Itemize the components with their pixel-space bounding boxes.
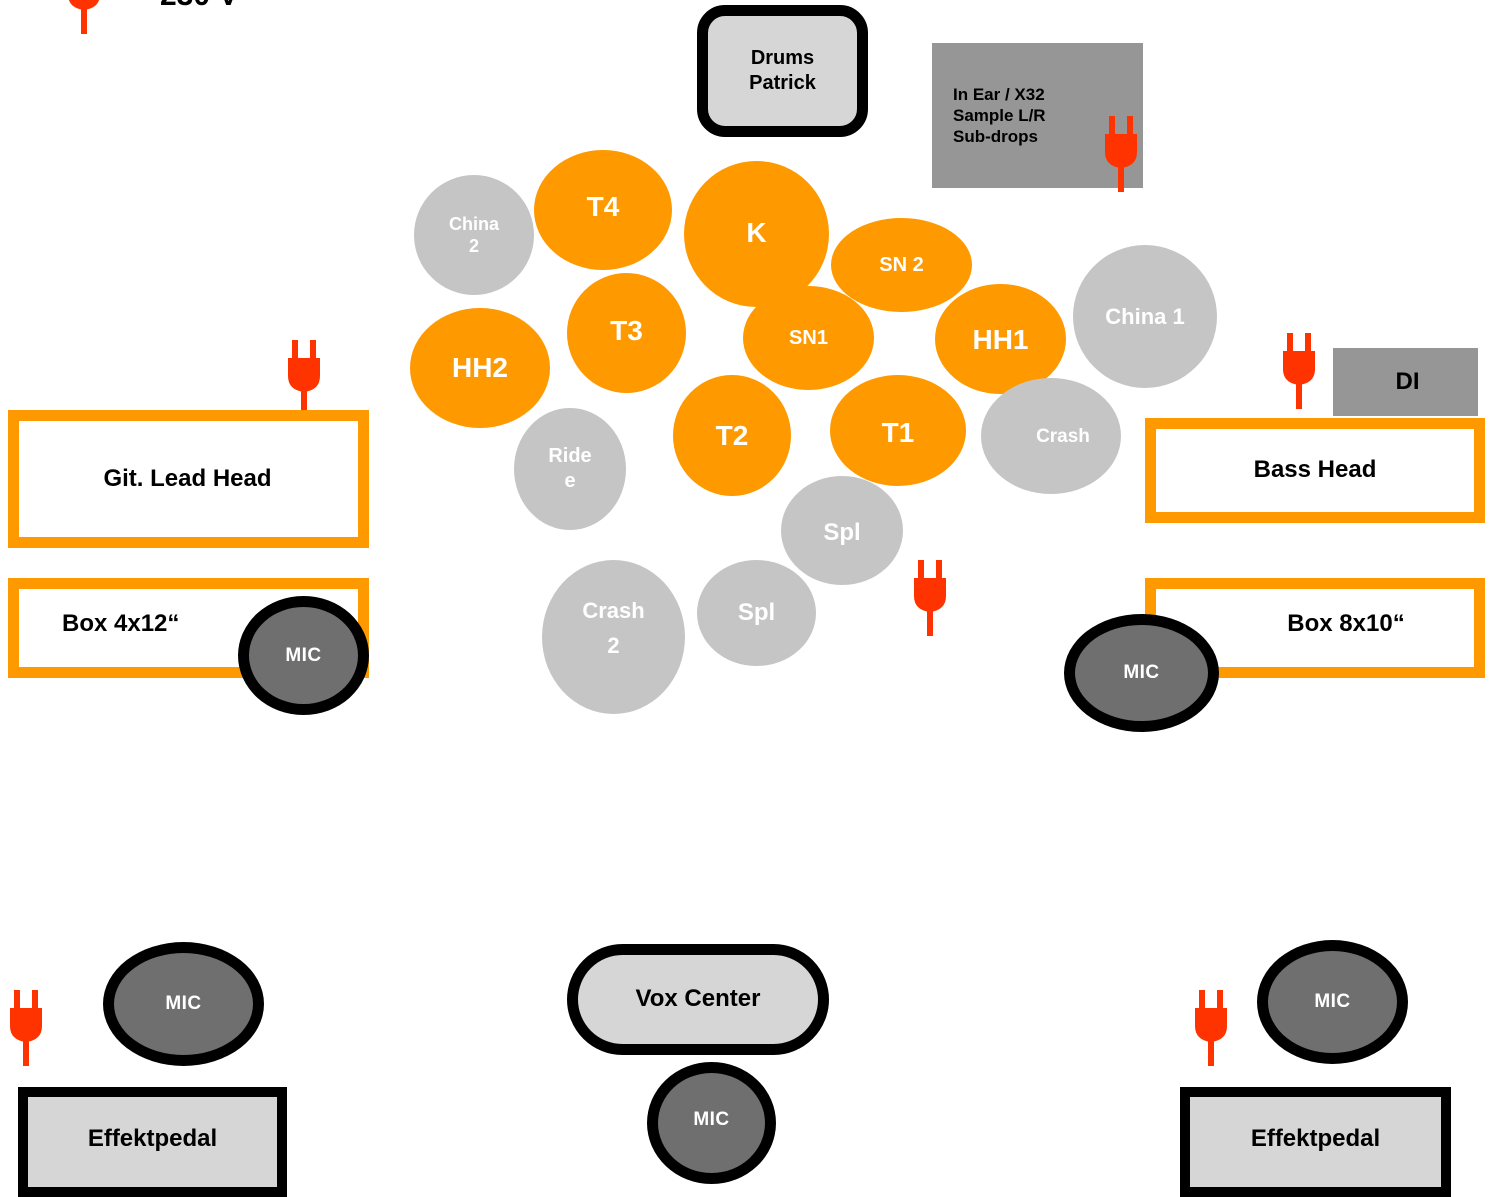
power-plug-icon: [914, 560, 946, 636]
tom-t3: T3: [567, 273, 686, 393]
snare-1: SN1: [743, 286, 874, 390]
in-ear-box: In Ear / X32 Sample L/R Sub-drops: [932, 43, 1143, 188]
power-plug-icon: [1195, 990, 1227, 1066]
power-plug-icon: [68, 0, 100, 34]
ride-label-end: e: [564, 470, 576, 492]
top-voltage-label: 230 V: [160, 0, 280, 14]
china-1-label: China 1: [1105, 303, 1185, 329]
china-2-cymbal: China 2: [414, 175, 534, 295]
ride-cymbal: Ride e: [514, 408, 626, 530]
tom-t2: T2: [673, 375, 791, 496]
kick-drum: K: [684, 161, 829, 307]
power-plug-icon: [288, 340, 320, 416]
in-ear-line2: Sample L/R: [953, 105, 1046, 125]
bass-cabinet-label: Box 8x10“: [1287, 610, 1405, 637]
di-box: DI: [1333, 348, 1478, 416]
bass-cabinet: Box 8x10“: [1145, 578, 1485, 678]
left-vocal-mic: MIC: [103, 942, 264, 1066]
power-plug-icon: [10, 990, 42, 1066]
drummer-name: Patrick: [749, 72, 816, 94]
right-vocal-mic: MIC: [1257, 940, 1408, 1064]
guitar-lead-head: Git. Lead Head: [8, 410, 369, 548]
floor-tom-t1: T1: [830, 375, 966, 486]
bass-head-label: Bass Head: [1253, 455, 1377, 483]
power-plug-icon: [1283, 333, 1315, 409]
china-1-cymbal: China 1: [1073, 245, 1217, 388]
hihat-1: HH1: [935, 284, 1066, 394]
splash-cymbal-upper: Spl: [781, 476, 903, 585]
ride-label: Ride: [548, 445, 592, 467]
guitar-cab-mic: MIC: [238, 596, 369, 715]
power-plug-icon: [1105, 116, 1137, 192]
drums-label: Drums: [750, 47, 815, 69]
china-2-label: China: [448, 213, 499, 234]
right-effect-pedal: Effektpedal: [1180, 1087, 1451, 1197]
bass-head: Bass Head: [1145, 418, 1485, 523]
crash-2-label: Crash: [582, 597, 645, 623]
china-2-number: 2: [468, 236, 479, 256]
in-ear-line1: In Ear / X32: [953, 84, 1045, 104]
snare-2: SN 2: [831, 218, 972, 312]
in-ear-line3: Sub-drops: [953, 127, 1038, 147]
hihat-2: HH2: [410, 308, 550, 428]
bass-cab-mic: MIC: [1064, 614, 1219, 732]
crash-cymbal: Crash: [981, 378, 1121, 494]
crash-2-cymbal: Crash 2: [542, 560, 685, 714]
vox-center-label: Vox Center: [635, 984, 761, 1012]
tom-t4: T4: [534, 150, 672, 270]
crash-2-number: 2: [607, 633, 620, 658]
left-effect-pedal: Effektpedal: [18, 1087, 287, 1197]
guitar-head-label: Git. Lead Head: [103, 465, 272, 492]
guitar-cabinet-label: Box 4x12“: [62, 610, 180, 637]
drums-riser: Drums Patrick: [697, 5, 868, 137]
center-vocal-mic: MIC: [647, 1062, 776, 1184]
left-pedal-label: Effektpedal: [87, 1125, 218, 1152]
right-pedal-label: Effektpedal: [1250, 1125, 1381, 1152]
vox-center-riser: Vox Center: [567, 944, 829, 1055]
splash-cymbal-lower: Spl: [697, 560, 816, 666]
